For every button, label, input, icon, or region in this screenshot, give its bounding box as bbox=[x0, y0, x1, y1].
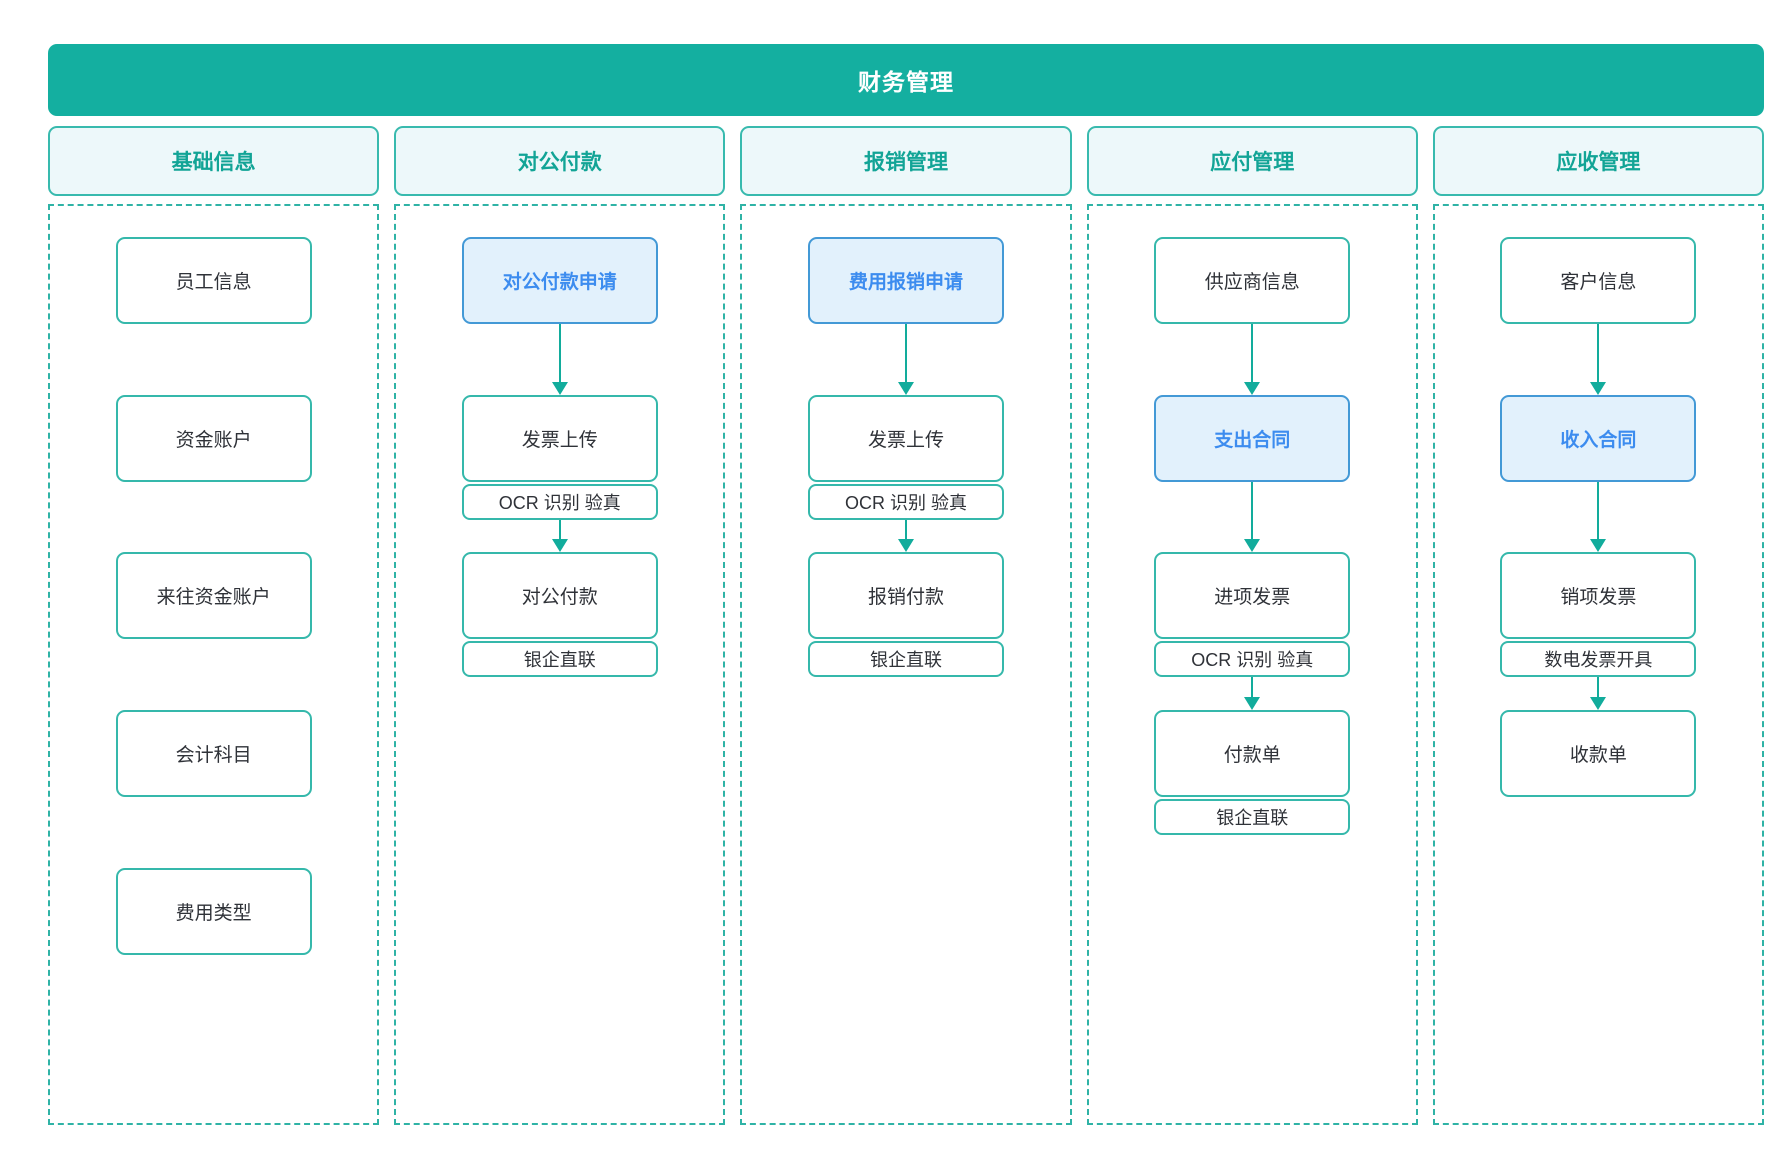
column-header-reimbursement: 报销管理 bbox=[740, 126, 1072, 196]
subnode-ocr-verify: OCR 识别 验真 bbox=[461, 484, 658, 520]
arrow-down-icon bbox=[551, 520, 568, 552]
subnode-bank-enterprise-link: 银企直联 bbox=[808, 641, 1004, 677]
column-payable: 供应商信息 支出合同 进项发票 OCR 识别 验真 付款单 银企直联 bbox=[1086, 204, 1418, 1125]
arrow-down-icon bbox=[1244, 482, 1261, 552]
diagram-title-banner: 财务管理 bbox=[48, 44, 1764, 116]
node-invoice-upload: 发票上传 bbox=[808, 395, 1004, 482]
subnode-bank-enterprise-link: 银企直联 bbox=[461, 641, 658, 677]
column-header-payable: 应付管理 bbox=[1086, 126, 1418, 196]
column-reimbursement: 费用报销申请 发票上传 OCR 识别 验真 报销付款 银企直联 bbox=[740, 204, 1072, 1125]
node-supplier-info: 供应商信息 bbox=[1154, 237, 1351, 324]
column-header-row: 基础信息 对公付款 报销管理 应付管理 应收管理 bbox=[48, 126, 1765, 196]
subnode-ocr-verify: OCR 识别 验真 bbox=[808, 484, 1004, 520]
node-accounting-subject: 会计科目 bbox=[115, 710, 312, 797]
node-employee-info: 员工信息 bbox=[115, 237, 312, 324]
node-input-invoice: 进项发票 bbox=[1154, 552, 1351, 639]
node-receipt-order: 收款单 bbox=[1500, 710, 1697, 797]
node-counterparty-fund-account: 来往资金账户 bbox=[115, 552, 312, 639]
arrow-down-icon bbox=[1244, 324, 1261, 395]
node-reimbursement-payment: 报销付款 bbox=[808, 552, 1004, 639]
subnode-digital-invoice-issue: 数电发票开具 bbox=[1500, 641, 1697, 677]
node-payment-order: 付款单 bbox=[1154, 710, 1351, 797]
column-header-corporate-payment: 对公付款 bbox=[394, 126, 726, 196]
arrow-down-icon bbox=[1590, 677, 1607, 710]
column-corporate-payment: 对公付款申请 发票上传 OCR 识别 验真 对公付款 银企直联 bbox=[394, 204, 726, 1125]
arrow-down-icon bbox=[1244, 677, 1261, 710]
arrow-down-icon bbox=[1590, 482, 1607, 552]
subnode-ocr-verify: OCR 识别 验真 bbox=[1154, 641, 1351, 677]
column-header-basic-info: 基础信息 bbox=[48, 126, 380, 196]
node-expense-reimbursement-request: 费用报销申请 bbox=[808, 237, 1004, 324]
node-output-invoice: 销项发票 bbox=[1500, 552, 1697, 639]
column-basic-info: 员工信息 资金账户 来往资金账户 会计科目 费用类型 bbox=[48, 204, 380, 1125]
column-header-receivable: 应收管理 bbox=[1432, 126, 1765, 196]
node-corporate-payment-request: 对公付款申请 bbox=[461, 237, 658, 324]
subnode-bank-enterprise-link: 银企直联 bbox=[1154, 799, 1351, 835]
diagram-body: 员工信息 资金账户 来往资金账户 会计科目 费用类型 对公付款申请 发票上传 O… bbox=[48, 204, 1765, 1125]
node-invoice-upload: 发票上传 bbox=[461, 395, 658, 482]
arrow-down-icon bbox=[898, 520, 914, 552]
arrow-down-icon bbox=[1590, 324, 1607, 395]
node-customer-info: 客户信息 bbox=[1500, 237, 1697, 324]
node-fund-account: 资金账户 bbox=[115, 395, 312, 482]
node-income-contract: 收入合同 bbox=[1500, 395, 1697, 482]
arrow-down-icon bbox=[551, 324, 568, 395]
page-title: 财务管理 bbox=[858, 69, 954, 95]
arrow-down-icon bbox=[898, 324, 914, 395]
node-corporate-payment: 对公付款 bbox=[461, 552, 658, 639]
column-receivable: 客户信息 收入合同 销项发票 数电发票开具 收款单 bbox=[1432, 204, 1765, 1125]
node-expense-contract: 支出合同 bbox=[1154, 395, 1351, 482]
node-expense-type: 费用类型 bbox=[115, 868, 312, 955]
